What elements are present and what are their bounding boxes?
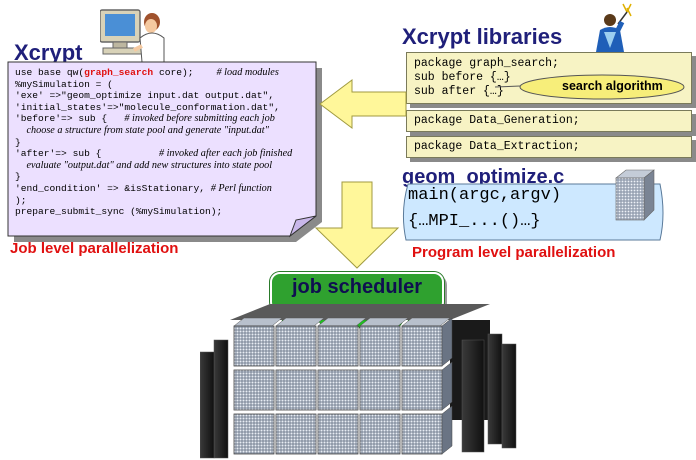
xcrypt-script: use base qw(graph_search core); # load m… [15,67,317,218]
program-level-label: Program level parallelization [412,244,616,261]
job-level-label: Job level parallelization [10,240,179,257]
script-line: 'before'=> sub { # invoked before submit… [15,113,317,125]
script-comment: evaluate "output.dat" and add new struct… [26,159,273,171]
script-comment: # load modules [216,67,279,78]
script-text [15,160,27,171]
script-line: evaluate "output.dat" and add new struct… [15,160,317,172]
graph-search-line-3: sub after {…} [414,85,504,98]
script-keyword: graph_search [84,67,154,78]
xcrypt-title: Xcrypt [14,40,83,65]
script-line: 'after'=> sub { # invoked after each job… [15,148,317,160]
script-line: } [15,137,317,149]
data-extraction-package: package Data_Extraction; [406,136,692,158]
script-comment: # invoked after each job finished [158,148,293,160]
graph-search-line-1: package graph_search; [414,57,559,70]
script-text: core); [153,67,217,78]
script-line: use base qw(graph_search core); # load m… [15,67,317,79]
search-algorithm-callout-shape [494,74,685,100]
script-text: 'initial_states'=>"molecule_conformation… [15,101,280,113]
script-line: choose a structure from state pool and g… [15,125,317,137]
geom-title: geom_optimize.c [402,166,565,188]
script-text: 'before'=> sub { [15,113,125,125]
person-with-wand-icon [596,3,632,52]
libraries-title: Xcrypt libraries [402,24,563,49]
data-generation-package: package Data_Generation; [406,110,692,132]
script-text: 'exe' =>"geom_optimize input.dat output.… [15,90,275,102]
job-scheduler-label: job scheduler [291,276,423,298]
libraries-to-script-arrow [319,79,407,129]
person-at-computer-icon [100,9,165,70]
script-line: ); [15,195,317,207]
script-text: } [15,171,21,183]
script-text: 'after'=> sub { [15,148,159,160]
data-extraction-line: package Data_Extraction; [414,140,580,153]
script-comment: # Perl function [210,182,272,194]
script-line: 'initial_states'=>"molecule_conformation… [15,102,317,114]
script-text [15,125,27,136]
script-line: %mySimulation = ( [15,79,317,91]
data-generation-line: package Data_Generation; [414,114,580,127]
script-note-shape [7,61,322,242]
script-text: prepare_submit_sync (%mySimulation); [15,206,223,218]
script-text: ); [15,194,27,206]
script-comment: choose a structure from state pool and g… [26,124,269,136]
script-text: 'end_condition' => &isStationary, [15,182,211,194]
geom-code-box-shape [402,183,664,241]
script-text: } [15,136,21,148]
graph-search-line-2: sub before {…} [414,71,511,84]
script-text: %mySimulation = ( [15,78,113,90]
script-comment: # invoked before submitting each job [124,113,275,125]
script-line: 'exe' =>"geom_optimize input.dat output.… [15,90,317,102]
supercomputer-cluster-image [200,304,517,459]
script-to-scheduler-arrow [314,181,400,269]
script-line: } [15,171,317,183]
geom-mpi-line: {…MPI_...()…} [408,212,541,231]
search-algorithm-callout: search algorithm [562,79,663,93]
script-line: prepare_submit_sync (%mySimulation); [15,206,317,218]
geom-main-line: main(argc,argv) [408,186,562,205]
script-line: 'end_condition' => &isStationary, # Perl… [15,183,317,195]
node-cube-icon [615,169,655,221]
script-text: use base qw( [15,67,85,78]
